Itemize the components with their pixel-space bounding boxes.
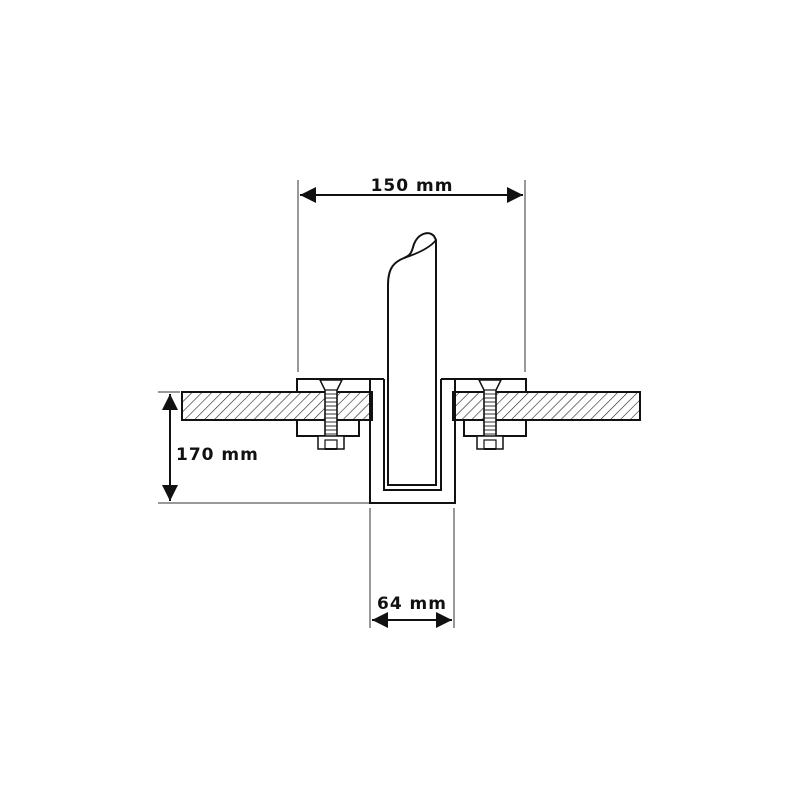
post-pipe (387, 232, 437, 486)
dimension-170mm: 170 mm (158, 391, 370, 504)
left-deck-plate (181, 391, 373, 421)
dimension-64mm: 64 mm (369, 508, 455, 628)
right-nut (476, 435, 504, 450)
dimension-label-150: 150 mm (371, 176, 454, 196)
dimension-label-64: 64 mm (377, 594, 447, 614)
u-channel-inner (383, 379, 442, 491)
left-nut (317, 435, 345, 450)
right-deck-plate (452, 391, 641, 421)
left-countersunk-bolt (318, 379, 344, 441)
u-channel-outer (369, 379, 456, 504)
dimension-label-170: 170 mm (176, 445, 259, 465)
dimension-150mm: 150 mm (297, 176, 526, 372)
